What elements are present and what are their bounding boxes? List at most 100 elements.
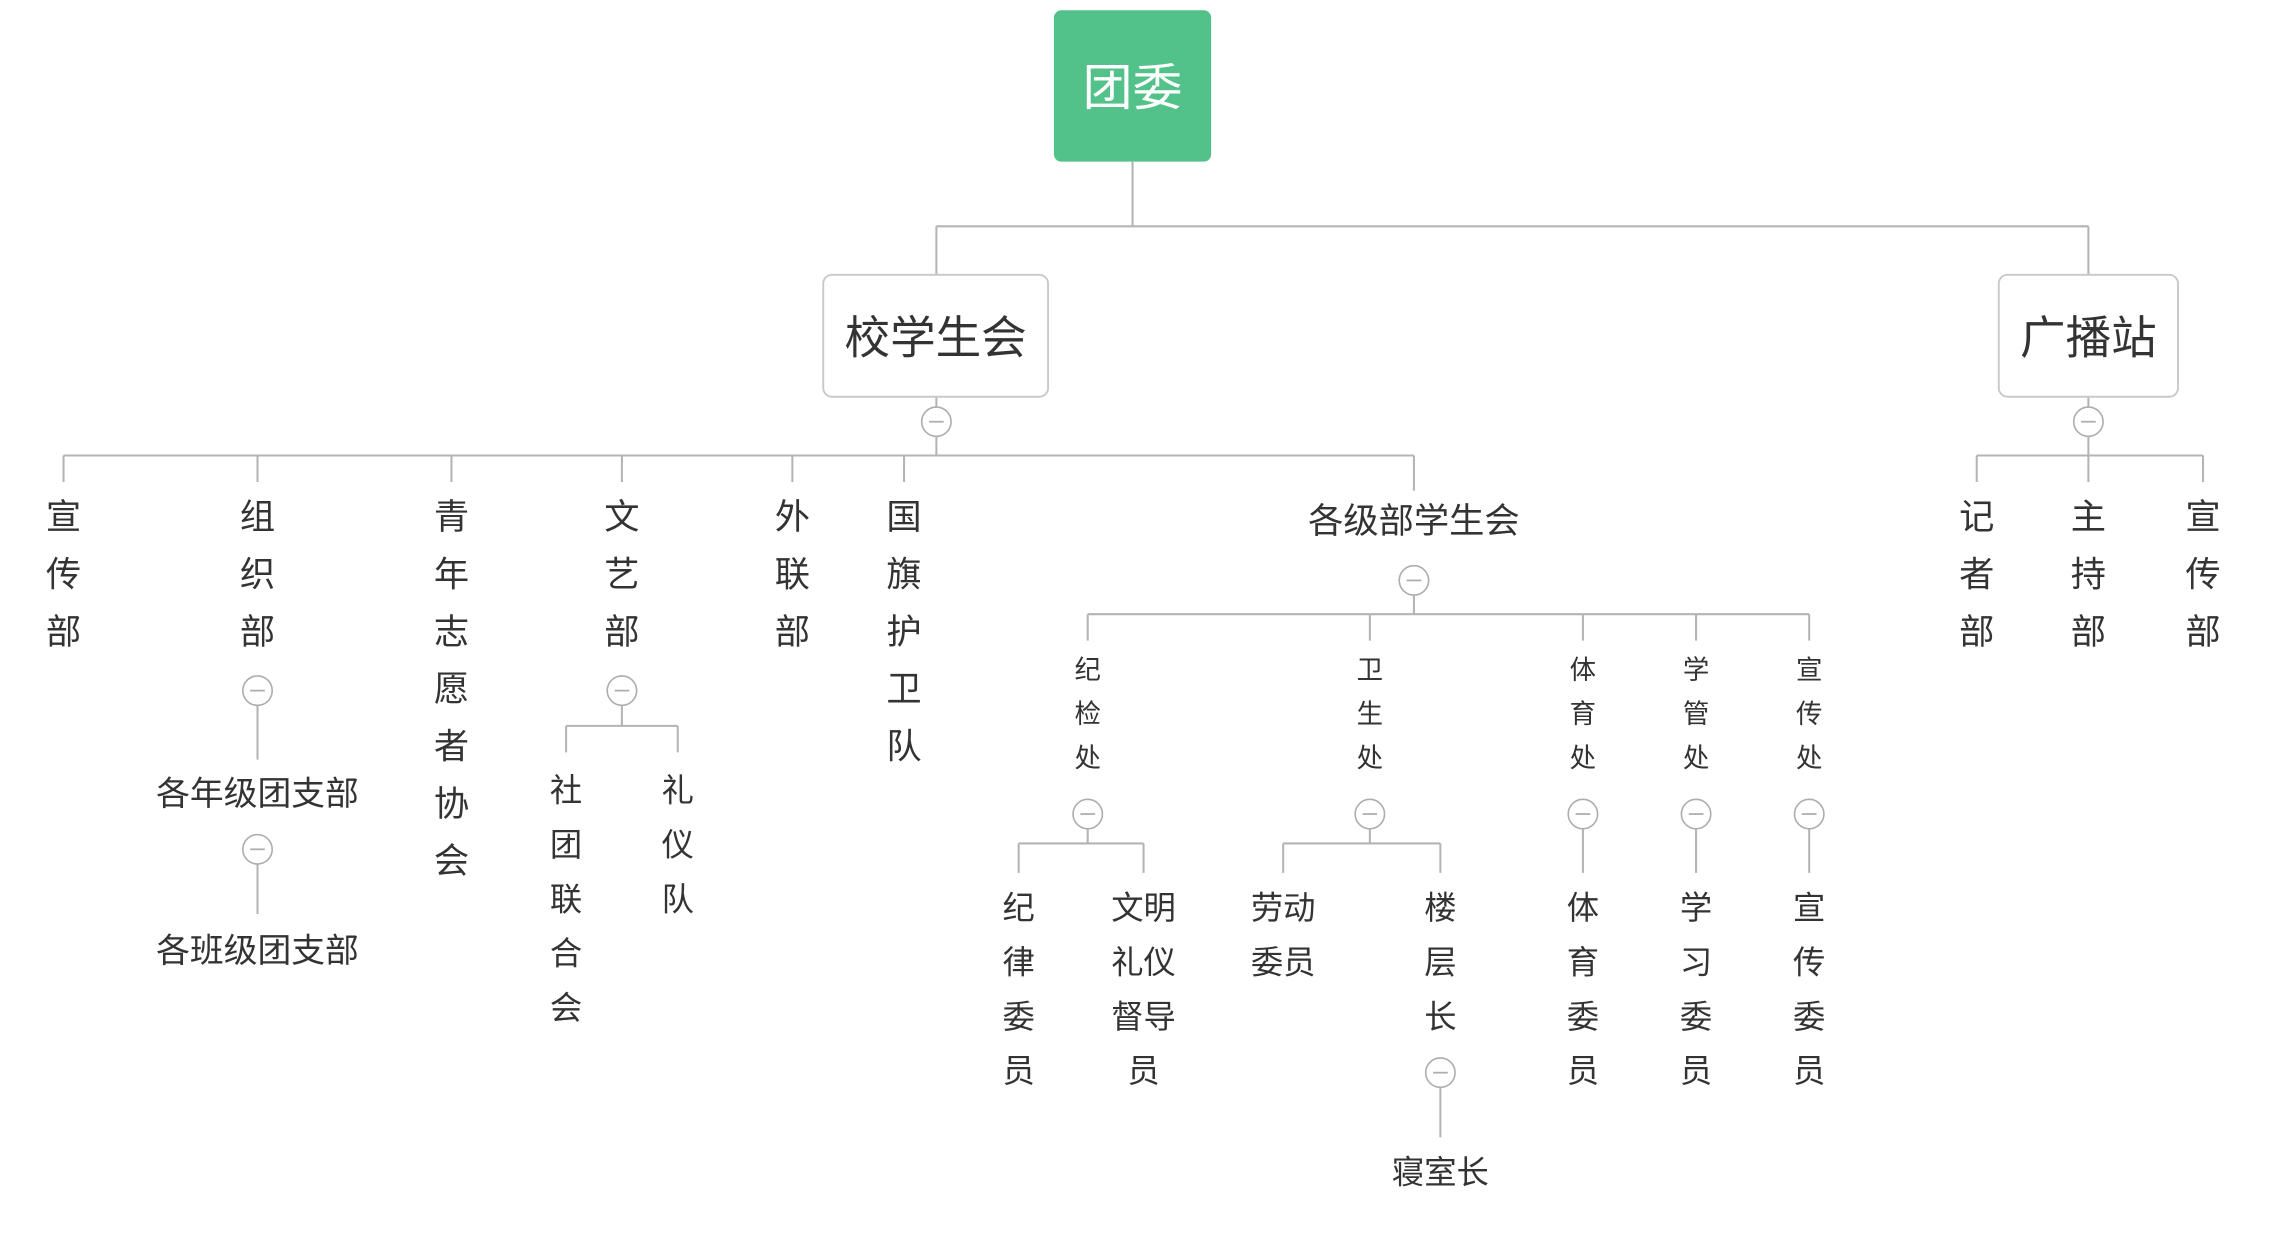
- node-hygiene-office[interactable]: 卫生处: [1357, 655, 1383, 774]
- label-line: 会: [434, 841, 469, 882]
- label-line: 员: [1127, 1052, 1159, 1090]
- connector-line: [1086, 595, 1811, 641]
- label-line: 员: [1680, 1052, 1712, 1090]
- node-study-committee-member[interactable]: 学习委员: [1680, 889, 1712, 1090]
- label-line: 主: [2071, 497, 2106, 538]
- label-line: 处: [1570, 743, 1596, 774]
- label-line: 习: [1680, 943, 1712, 981]
- label-line: 督导: [1111, 998, 1176, 1036]
- node-etiquette-team[interactable]: 礼仪队: [662, 772, 694, 919]
- collapse-button-hygiene-office[interactable]: [1354, 798, 1386, 830]
- node-class-league-branches[interactable]: 各班级团支部: [156, 931, 359, 970]
- label-line: 团: [550, 826, 582, 864]
- node-publicity-office[interactable]: 宣传处: [1796, 655, 1822, 774]
- label-line: 体: [1567, 889, 1599, 927]
- label-line: 礼仪: [1111, 943, 1176, 981]
- collapse-button-grade-student-unions[interactable]: [1398, 564, 1430, 596]
- label-line: 纪: [1003, 889, 1035, 927]
- node-reporter-dept[interactable]: 记者部: [1959, 497, 1994, 653]
- label-line: 礼: [662, 772, 694, 810]
- label-line: 育: [1567, 943, 1599, 981]
- node-youth-volunteer-association[interactable]: 青年志愿者协会: [434, 497, 469, 882]
- label-line: 部: [604, 611, 639, 652]
- node-box: [822, 273, 1050, 398]
- label-line: 员: [1567, 1052, 1599, 1090]
- label-line: 纪: [1074, 655, 1100, 686]
- node-student-management-office[interactable]: 学管处: [1683, 655, 1709, 774]
- collapse-button-grade-league-branches[interactable]: [242, 833, 274, 865]
- connector-line: [1581, 828, 1811, 873]
- node-publicity-committee-member[interactable]: 宣传委员: [1793, 889, 1825, 1090]
- connector-line: [565, 705, 679, 753]
- node-arts-dept[interactable]: 文艺部: [604, 497, 639, 653]
- collapse-button-organization-dept[interactable]: [242, 675, 274, 707]
- label-line: 委员: [1251, 943, 1316, 981]
- label-line: 律: [1003, 943, 1035, 981]
- label-line: 部: [1959, 611, 1994, 652]
- collapse-button-publicity-office[interactable]: [1793, 798, 1825, 830]
- node-broadcast-station-label: 广播站: [2020, 311, 2157, 364]
- label-line: 员: [1793, 1052, 1825, 1090]
- label-line: 育: [1570, 699, 1596, 730]
- node-discipline-committee-member[interactable]: 纪律委员: [1003, 889, 1035, 1090]
- label-line: 外: [775, 497, 810, 538]
- label-line: 旗: [886, 554, 921, 595]
- label-line: 处: [1683, 743, 1709, 774]
- node-dorm-leader[interactable]: 寝室长: [1392, 1154, 1489, 1192]
- collapse-button-broadcast-station[interactable]: [2072, 406, 2104, 438]
- label-line: 者: [434, 726, 469, 767]
- label-line: 员: [1003, 1052, 1035, 1090]
- root-node[interactable]: 团委: [1053, 10, 1212, 162]
- node-host-dept[interactable]: 主持部: [2071, 497, 2106, 653]
- label-line: 学: [1683, 655, 1709, 686]
- connector-line: [1017, 828, 1145, 873]
- node-flag-guard-team[interactable]: 国旗护卫队: [886, 497, 921, 767]
- collapse-button-student-management-office[interactable]: [1680, 798, 1712, 830]
- label-line: 社: [550, 772, 582, 810]
- node-external-relations-dept[interactable]: 外联部: [775, 497, 810, 653]
- label-line: 青: [434, 497, 469, 538]
- label-line: 长: [1424, 998, 1456, 1036]
- connectors: [62, 161, 2205, 1138]
- node-organization-dept[interactable]: 组织部: [240, 497, 275, 653]
- node-publicity-dept[interactable]: 宣传部: [46, 497, 81, 653]
- connector-line: [1975, 396, 2205, 482]
- collapse-button-arts-dept[interactable]: [606, 675, 638, 707]
- collapse-button-discipline-office[interactable]: [1072, 798, 1104, 830]
- node-club-federation[interactable]: 社团联合会: [550, 772, 582, 1027]
- node-civility-etiquette-supervisor[interactable]: 文明礼仪督导员: [1111, 889, 1176, 1090]
- label-line: 部: [240, 611, 275, 652]
- label-line: 劳动: [1251, 889, 1316, 927]
- label-line: 宣: [2185, 497, 2220, 538]
- label-line: 传: [46, 554, 81, 595]
- node-labor-committee-member[interactable]: 劳动委员: [1251, 889, 1316, 981]
- label-line: 队: [662, 880, 694, 918]
- collapse-button-sports-office[interactable]: [1567, 798, 1599, 830]
- node-student-union[interactable]: 校学生会: [822, 273, 1050, 398]
- node-discipline-office[interactable]: 纪检处: [1074, 655, 1100, 774]
- node-broadcast-station[interactable]: 广播站: [1997, 273, 2179, 398]
- label-line: 织: [240, 554, 275, 595]
- label-line: 传: [2185, 554, 2220, 595]
- collapse-button-floor-leader[interactable]: [1424, 1057, 1456, 1089]
- node-station-publicity-dept[interactable]: 宣传部: [2185, 497, 2220, 653]
- label-line: 会: [550, 989, 582, 1027]
- label-line: 生: [1357, 699, 1383, 730]
- node-floor-leader[interactable]: 楼层长: [1424, 889, 1456, 1036]
- node-sports-committee-member[interactable]: 体育委员: [1567, 889, 1599, 1090]
- node-student-union-label: 校学生会: [845, 311, 1027, 364]
- label-line: 艺: [604, 554, 639, 595]
- label-line: 持: [2071, 554, 2106, 595]
- label-line: 年: [434, 554, 469, 595]
- label-line: 协: [434, 783, 469, 824]
- node-grade-league-branches[interactable]: 各年级团支部: [156, 774, 359, 813]
- label-line: 委: [1003, 998, 1035, 1036]
- label-line: 宣: [1793, 889, 1825, 927]
- node-grade-student-unions[interactable]: 各级部学生会: [1308, 501, 1520, 542]
- label-line: 宣: [46, 497, 81, 538]
- root-node-box: [1053, 10, 1212, 162]
- node-sports-office[interactable]: 体育处: [1570, 655, 1596, 774]
- collapse-button-student-union[interactable]: [920, 406, 952, 438]
- label-line: 传: [1796, 699, 1822, 730]
